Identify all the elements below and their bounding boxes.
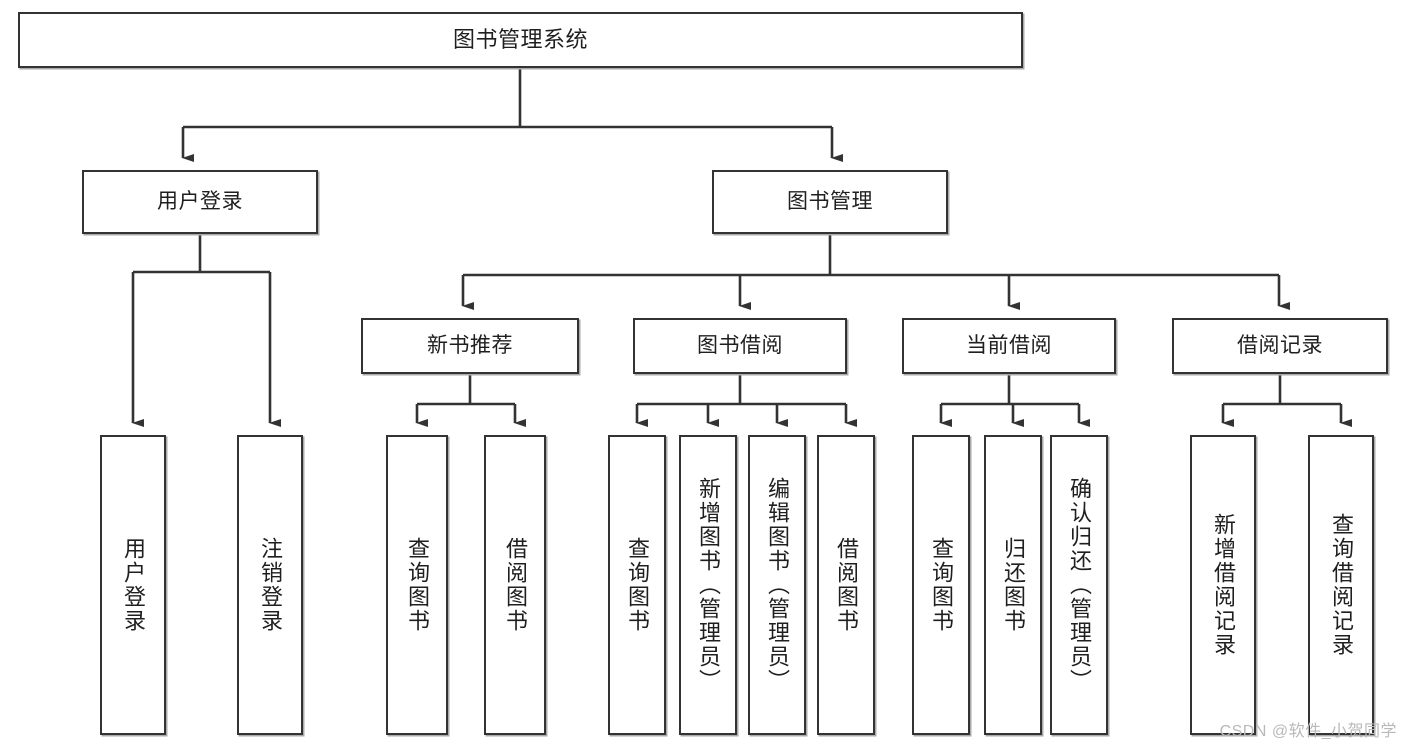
leaf-query-book-3[interactable]: 查询图书 — [912, 435, 970, 735]
node-root-label: 图书管理系统 — [452, 27, 588, 53]
node-borrow-record-label: 借阅记录 — [1237, 333, 1323, 357]
leaf-borrow-book-2[interactable]: 借阅图书 — [817, 435, 875, 735]
leaf-query-book-1-label: 查询图书 — [404, 537, 430, 633]
leaf-query-book-1[interactable]: 查询图书 — [386, 435, 448, 735]
leaf-user-login[interactable]: 用户登录 — [100, 435, 166, 735]
node-user-login-label: 用户登录 — [157, 189, 243, 213]
node-book-borrow-label: 图书借阅 — [697, 333, 783, 357]
node-book-manage-label: 图书管理 — [787, 189, 873, 213]
node-current-borrow[interactable]: 当前借阅 — [902, 318, 1116, 374]
leaf-logout[interactable]: 注销登录 — [237, 435, 303, 735]
leaf-add-record-label: 新增借阅记录 — [1210, 513, 1236, 657]
leaf-query-record[interactable]: 查询借阅记录 — [1308, 435, 1374, 735]
leaf-confirm-return-label: 确认归还（管理员） — [1066, 477, 1092, 693]
leaf-edit-book[interactable]: 编辑图书（管理员） — [748, 435, 806, 735]
node-new-book-recommend[interactable]: 新书推荐 — [361, 318, 579, 374]
node-book-manage[interactable]: 图书管理 — [712, 170, 948, 234]
leaf-query-book-2[interactable]: 查询图书 — [608, 435, 666, 735]
node-root[interactable]: 图书管理系统 — [18, 12, 1023, 68]
leaf-user-login-label: 用户登录 — [120, 537, 146, 633]
leaf-edit-book-label: 编辑图书（管理员） — [764, 477, 790, 693]
leaf-return-book[interactable]: 归还图书 — [984, 435, 1042, 735]
leaf-borrow-book-1[interactable]: 借阅图书 — [484, 435, 546, 735]
node-current-borrow-label: 当前借阅 — [966, 333, 1052, 357]
leaf-confirm-return[interactable]: 确认归还（管理员） — [1050, 435, 1108, 735]
leaf-borrow-book-1-label: 借阅图书 — [502, 537, 528, 633]
leaf-add-book[interactable]: 新增图书（管理员） — [679, 435, 737, 735]
leaf-borrow-book-2-label: 借阅图书 — [833, 537, 859, 633]
node-new-book-recommend-label: 新书推荐 — [427, 333, 513, 357]
leaf-query-book-2-label: 查询图书 — [624, 537, 650, 633]
leaf-query-record-label: 查询借阅记录 — [1328, 513, 1354, 657]
leaf-query-book-3-label: 查询图书 — [928, 537, 954, 633]
leaf-return-book-label: 归还图书 — [1000, 537, 1026, 633]
node-borrow-record[interactable]: 借阅记录 — [1172, 318, 1388, 374]
node-user-login[interactable]: 用户登录 — [82, 170, 318, 234]
leaf-add-book-label: 新增图书（管理员） — [695, 477, 721, 693]
node-book-borrow[interactable]: 图书借阅 — [633, 318, 847, 374]
leaf-add-record[interactable]: 新增借阅记录 — [1190, 435, 1256, 735]
leaf-logout-label: 注销登录 — [257, 537, 283, 633]
